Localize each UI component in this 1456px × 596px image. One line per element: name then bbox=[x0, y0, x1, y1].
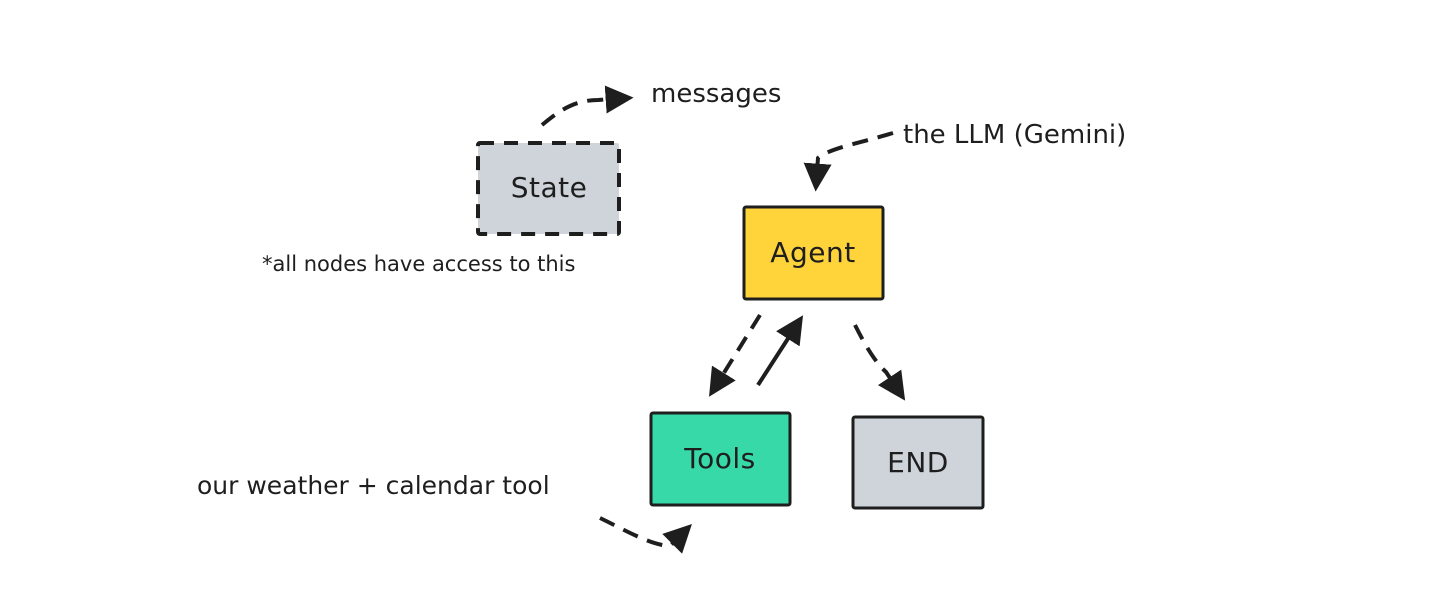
tools-node-box bbox=[649, 411, 792, 507]
tools-node: Tools bbox=[649, 411, 792, 507]
end-node: END bbox=[851, 415, 985, 510]
messages-annotation: messages bbox=[651, 79, 781, 109]
llm-annotation: the LLM (Gemini) bbox=[903, 120, 1126, 150]
agent-node-box bbox=[742, 205, 885, 301]
agent-to-end-arrow bbox=[853, 324, 906, 401]
annotation-to-tools-arrow bbox=[599, 516, 692, 554]
state-node: State bbox=[476, 141, 621, 236]
agent-node: Agent bbox=[742, 205, 885, 301]
state-to-messages-arrow bbox=[540, 85, 634, 127]
end-node-box bbox=[851, 415, 985, 510]
state-node-box bbox=[476, 141, 621, 236]
agent-to-tools-arrow bbox=[709, 313, 762, 397]
state-note-annotation: *all nodes have access to this bbox=[262, 252, 575, 276]
state-node-label: State bbox=[511, 171, 588, 204]
tools-node-label: Tools bbox=[683, 442, 755, 475]
agent-node-label: Agent bbox=[770, 236, 855, 269]
tools-to-agent-arrow bbox=[756, 315, 804, 387]
end-node-label: END bbox=[887, 446, 949, 479]
tools-note-annotation: our weather + calendar tool bbox=[197, 471, 550, 500]
llm-to-agent-arrow bbox=[803, 131, 894, 192]
